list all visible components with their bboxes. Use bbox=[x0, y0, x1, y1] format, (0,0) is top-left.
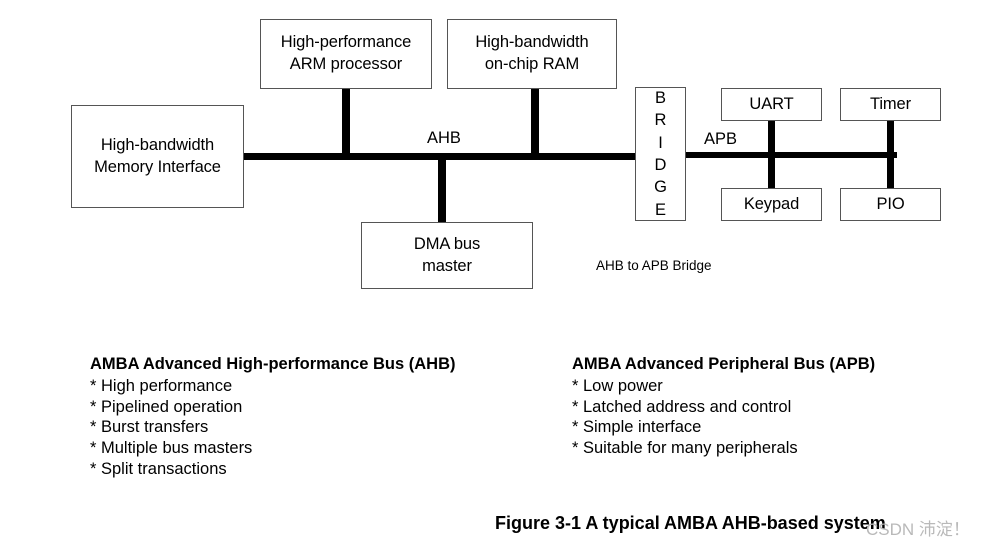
node-pio-label: PIO bbox=[876, 194, 905, 213]
ahb-stub-onchip-ram bbox=[531, 88, 539, 156]
apb-stub-timer-pio bbox=[887, 119, 894, 201]
list-item: * Pipelined operation bbox=[90, 397, 243, 416]
apb-stub-uart-keypad bbox=[768, 119, 775, 201]
node-arm-processor-label: High-performance ARM processor bbox=[280, 33, 412, 73]
ahb-stub-arm-processor bbox=[342, 88, 350, 156]
legend-ahb-title: AMBA Advanced High-performance Bus (AHB) bbox=[90, 355, 456, 373]
list-item: * Suitable for many peripherals bbox=[572, 439, 798, 458]
list-item: * Split transactions bbox=[90, 459, 227, 478]
node-onchip-ram-label: High-bandwidth on-chip RAM bbox=[475, 33, 589, 73]
list-item: * Low power bbox=[572, 376, 663, 395]
list-item: * Burst transfers bbox=[90, 418, 209, 437]
list-item: * Simple interface bbox=[572, 418, 702, 437]
bridge-letter-1: B bbox=[654, 88, 666, 107]
node-memory-interface-label: High-bandwidth Memory Interface bbox=[94, 135, 221, 176]
figure-caption: Figure 3-1 A typical AMBA AHB-based syst… bbox=[495, 513, 886, 533]
node-uart[interactable]: UART bbox=[721, 88, 822, 121]
node-arm-processor[interactable]: High-performance ARM processor bbox=[260, 19, 432, 89]
bridge-letter-5: G bbox=[654, 178, 667, 197]
legend-ahb: AMBA Advanced High-performance Bus (AHB)… bbox=[90, 354, 455, 480]
legend-apb-title: AMBA Advanced Peripheral Bus (APB) bbox=[572, 355, 876, 373]
apb-bus-rail bbox=[684, 152, 897, 158]
bridge-letter-4: D bbox=[654, 156, 667, 174]
node-bridge[interactable]: B R I D G E bbox=[635, 87, 686, 221]
legend-apb: AMBA Advanced Peripheral Bus (APB) * Low… bbox=[572, 354, 875, 459]
amba-system-diagram: AHB APB High-bandwidth Memory Interface … bbox=[71, 19, 941, 289]
ahb-bus-label: AHB bbox=[427, 129, 461, 147]
node-dma-bus-master[interactable]: DMA bus master bbox=[361, 222, 533, 289]
list-item: * High performance bbox=[90, 376, 233, 395]
node-onchip-ram[interactable]: High-bandwidth on-chip RAM bbox=[447, 19, 617, 89]
bridge-note: AHB to APB Bridge bbox=[596, 258, 712, 273]
node-uart-label: UART bbox=[749, 94, 794, 113]
list-item: * Latched address and control bbox=[572, 397, 792, 416]
list-item: * Multiple bus masters bbox=[90, 439, 253, 458]
bridge-letter-2: R bbox=[654, 111, 667, 130]
node-dma-bus-master-label: DMA bus master bbox=[413, 234, 481, 275]
apb-bus-label: APB bbox=[704, 130, 738, 148]
bridge-letter-6: E bbox=[654, 200, 666, 219]
node-keypad-label: Keypad bbox=[743, 194, 800, 213]
ahb-stub-dma-master bbox=[438, 158, 446, 223]
node-pio[interactable]: PIO bbox=[840, 188, 941, 221]
node-timer[interactable]: Timer bbox=[840, 88, 941, 121]
node-keypad[interactable]: Keypad bbox=[721, 188, 822, 221]
ahb-bus-rail bbox=[193, 153, 637, 160]
bridge-letter-3: I bbox=[658, 133, 663, 152]
legend-apb-list: * Low power * Latched address and contro… bbox=[572, 376, 875, 459]
node-memory-interface[interactable]: High-bandwidth Memory Interface bbox=[71, 105, 244, 208]
node-timer-label: Timer bbox=[869, 94, 912, 113]
legend-ahb-list: * High performance * Pipelined operation… bbox=[90, 376, 455, 480]
